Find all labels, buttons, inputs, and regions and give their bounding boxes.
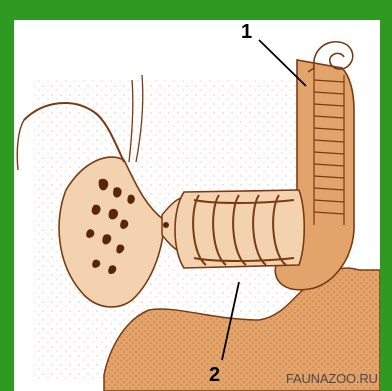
label-2: 2 [209, 365, 220, 385]
diagram-panel: 1 2 FAUNAZOO.RU [14, 20, 380, 391]
anatomy-illustration [14, 20, 380, 391]
label-1: 1 [241, 22, 252, 42]
watermark: FAUNAZOO.RU [286, 371, 378, 386]
neck-dot [163, 222, 169, 228]
